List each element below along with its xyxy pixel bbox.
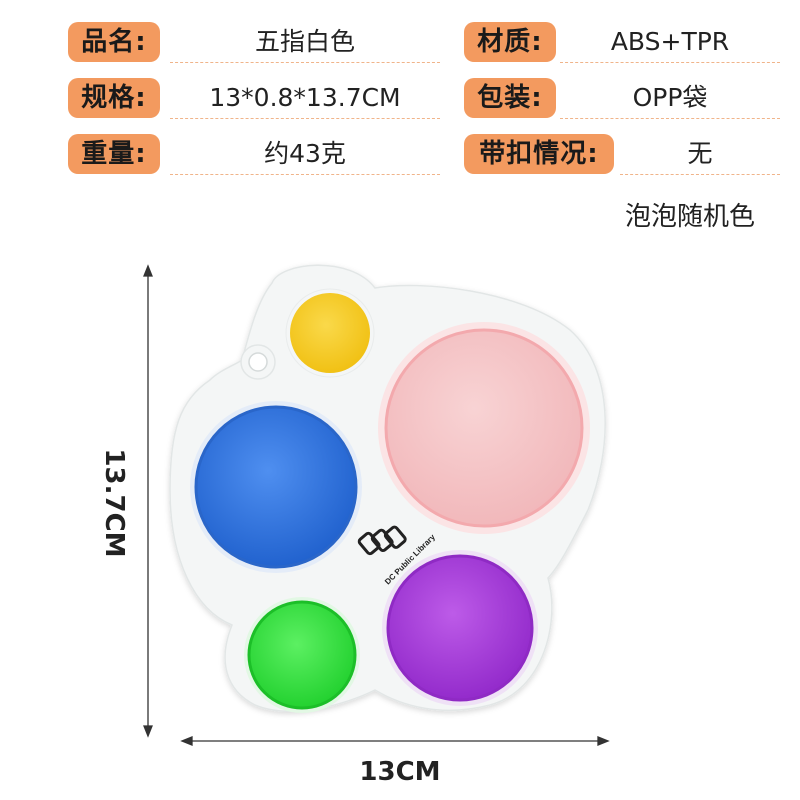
random-color-note: 泡泡随机色 bbox=[624, 202, 755, 232]
width-dimension-label: 13CM bbox=[359, 757, 441, 787]
library-logo bbox=[357, 525, 407, 556]
name-value: 五指白色 bbox=[170, 22, 440, 63]
weight-label: 重量: bbox=[68, 134, 160, 174]
weight-value: 约43克 bbox=[170, 134, 440, 175]
material-label: 材质: bbox=[464, 22, 556, 62]
size-label: 规格: bbox=[68, 78, 160, 118]
material-value: ABS+TPR bbox=[560, 22, 780, 63]
size-value: 13*0.8*13.7CM bbox=[170, 78, 440, 119]
green-bubble bbox=[244, 597, 360, 713]
buckle-label: 带扣情况: bbox=[464, 134, 614, 174]
purple-bubble bbox=[382, 550, 538, 706]
yellow-bubble bbox=[285, 288, 375, 378]
height-dimension-label: 13.7CM bbox=[99, 448, 129, 558]
height-dimension-line bbox=[143, 264, 153, 738]
pink-bubble bbox=[378, 322, 590, 534]
width-dimension-line bbox=[180, 736, 610, 746]
buckle-value: 无 bbox=[620, 134, 780, 175]
name-label: 品名: bbox=[68, 22, 160, 62]
package-value: OPP袋 bbox=[560, 78, 780, 119]
blue-bubble bbox=[190, 401, 362, 573]
package-label: 包装: bbox=[464, 78, 556, 118]
